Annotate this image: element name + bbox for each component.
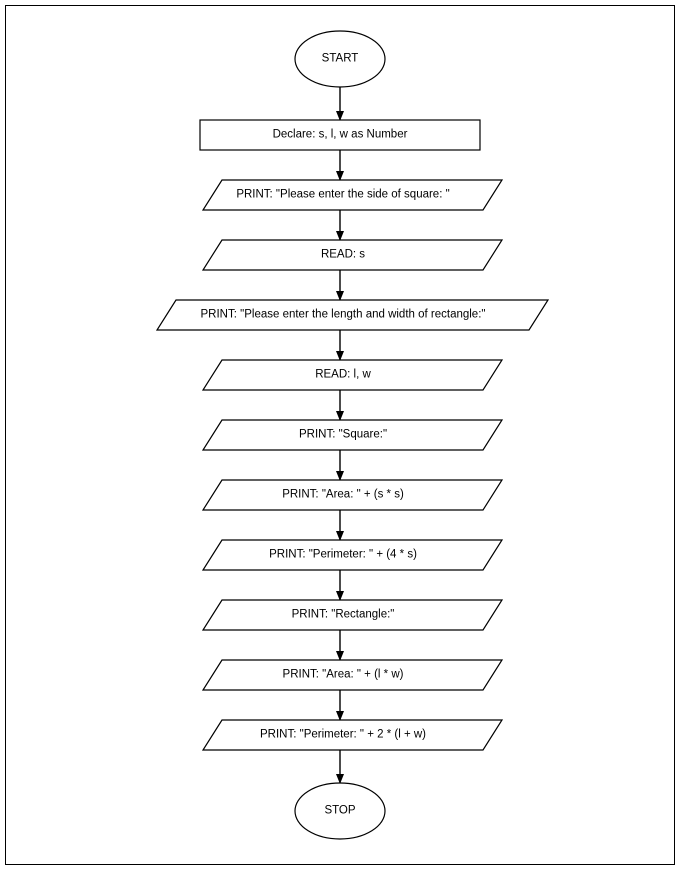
- node-start: [294, 30, 386, 88]
- node-label-stop: STOP: [324, 804, 356, 817]
- node-label-start: START: [321, 52, 359, 65]
- node-print-prompt-square: [201, 179, 504, 211]
- node-print-rectangle-header: [201, 599, 504, 631]
- node-label-print-rectangle-header: PRINT: "Rectangle:": [291, 608, 395, 621]
- node-print-square-area: [201, 479, 504, 511]
- node-label-read-l-w: READ: l, w: [315, 368, 371, 381]
- node-print-rectangle-area: [201, 659, 504, 691]
- node-label-declare: Declare: s, l, w as Number: [272, 128, 408, 141]
- node-declare: [199, 119, 481, 151]
- node-label-print-square-area: PRINT: "Area: " + (s * s): [282, 488, 404, 501]
- node-label-print-rectangle-area: PRINT: "Area: " + (l * w): [282, 668, 404, 681]
- node-label-read-s: READ: s: [320, 248, 366, 261]
- node-print-square-header: [201, 419, 504, 451]
- shape-layer: [155, 30, 550, 840]
- node-label-print-prompt-square: PRINT: "Please enter the side of square:…: [236, 188, 450, 201]
- node-print-rectangle-perimeter: [201, 719, 504, 751]
- node-label-print-square-header: PRINT: "Square:": [298, 428, 388, 441]
- node-read-s: [201, 239, 504, 271]
- node-label-print-square-perimeter: PRINT: "Perimeter: " + (4 * s): [269, 548, 417, 561]
- node-print-square-perimeter: [201, 539, 504, 571]
- node-print-prompt-rectangle: [155, 299, 550, 331]
- node-label-print-rectangle-perimeter: PRINT: "Perimeter: " + 2 * (l + w): [259, 728, 427, 741]
- node-stop: [294, 782, 386, 840]
- node-read-l-w: [201, 359, 504, 391]
- node-label-print-prompt-rectangle: PRINT: "Please enter the length and widt…: [200, 308, 486, 321]
